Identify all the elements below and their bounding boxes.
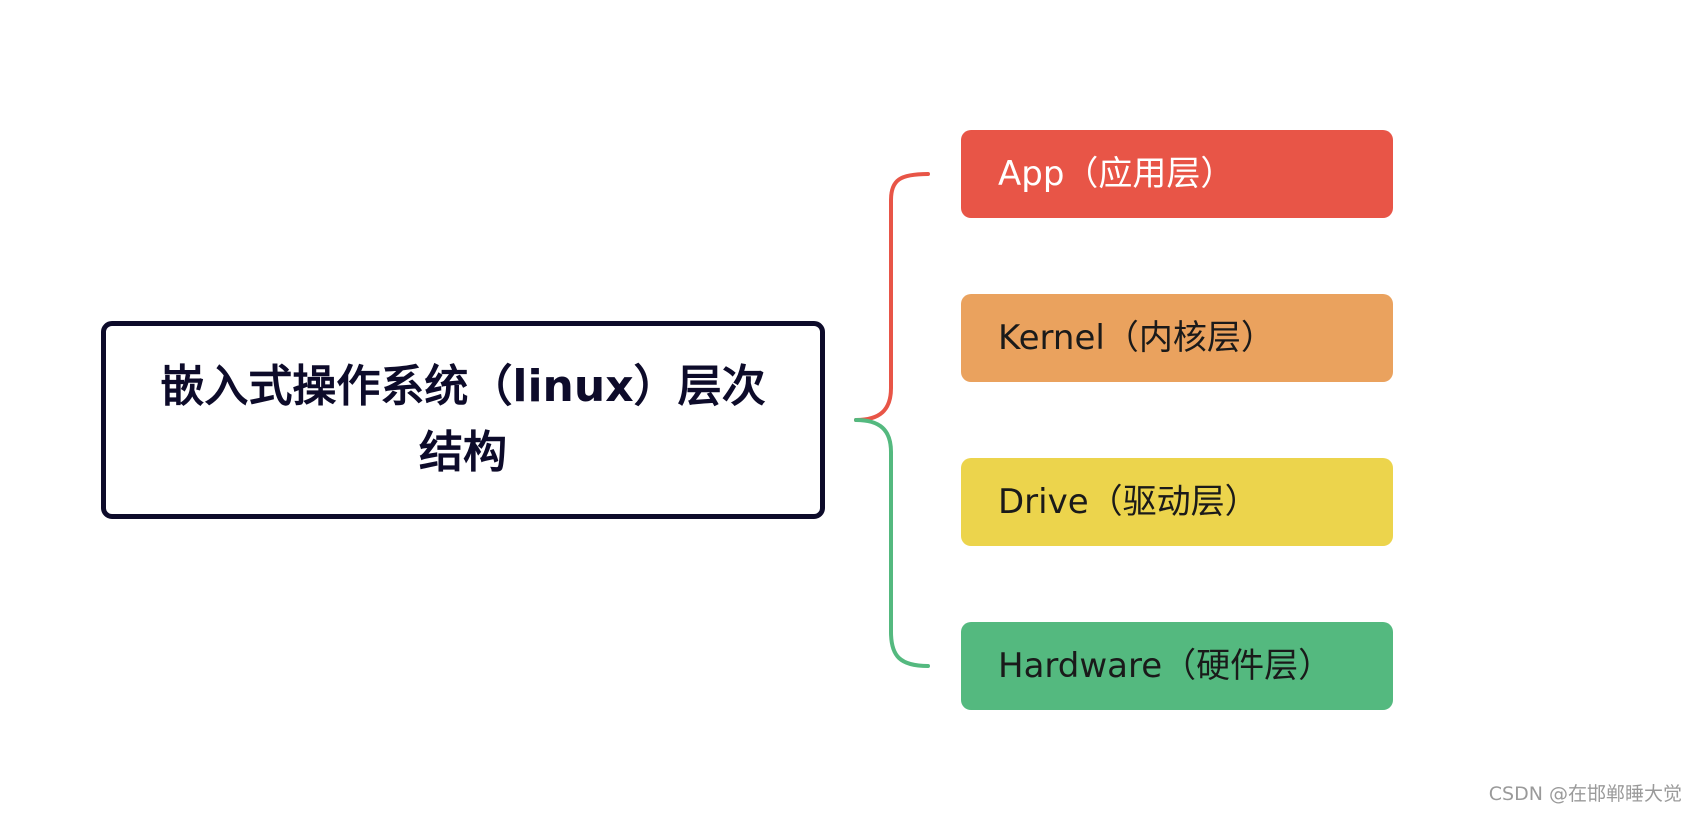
watermark: CSDN @在邯郸睡大觉 [1488,783,1682,805]
layer-label-hardware: Hardware（硬件层） [998,646,1333,686]
connector-upper [854,172,930,422]
layer-node-app[interactable]: App（应用层） [961,130,1393,218]
root-title: 嵌入式操作系统（linux）层次结构 [160,361,766,478]
layer-label-app: App（应用层） [998,154,1235,194]
layer-node-kernel[interactable]: Kernel（内核层） [961,294,1393,382]
connector-lower [854,418,930,668]
root-node[interactable]: 嵌入式操作系统（linux）层次结构 [101,321,825,519]
layer-node-hardware[interactable]: Hardware（硬件层） [961,622,1393,710]
layer-label-kernel: Kernel（内核层） [998,318,1275,358]
layer-label-drive: Drive（驱动层） [998,482,1259,522]
layer-node-drive[interactable]: Drive（驱动层） [961,458,1393,546]
